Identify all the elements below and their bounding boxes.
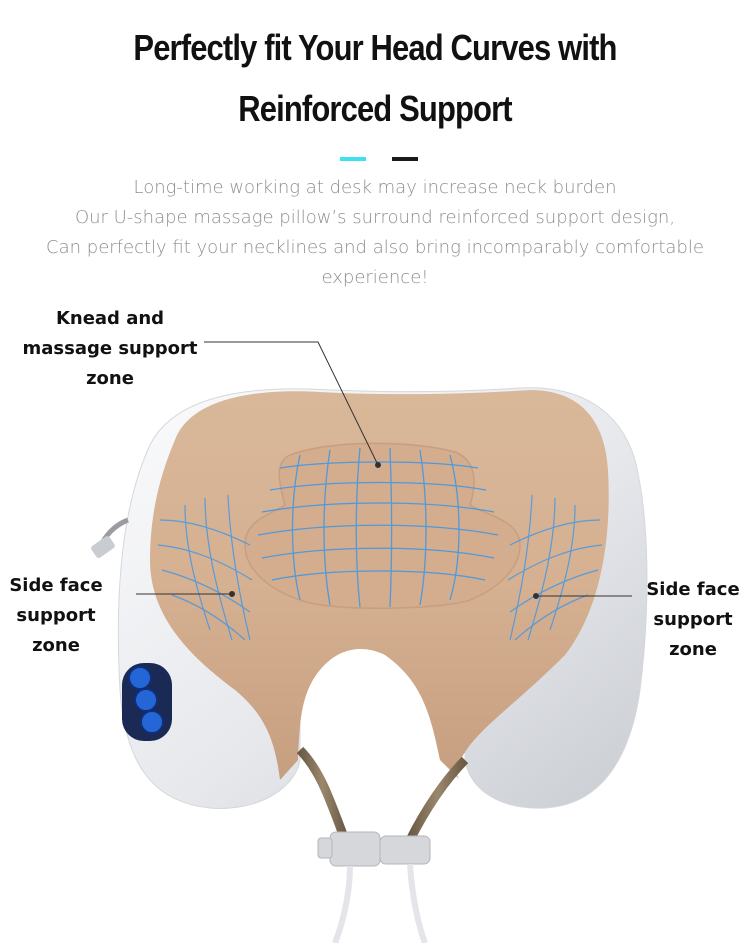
control-panel[interactable] — [122, 663, 172, 741]
headline-line-2: Reinforced Support — [238, 88, 512, 129]
zone-label-left-line-3: zone — [32, 635, 80, 656]
zone-label-right-line-3: zone — [669, 639, 717, 660]
zone-label-side-right: Side face support zone — [640, 575, 746, 665]
connector-plug — [91, 536, 115, 558]
power-button — [128, 666, 152, 690]
zone-label-knead-line-2: massage support — [22, 338, 198, 359]
description-line-3: Can perfectly fit your necklines and als… — [46, 237, 704, 258]
mesh-left — [157, 494, 253, 641]
accent-dash — [340, 157, 366, 161]
mesh-center — [257, 447, 499, 608]
dark-dash — [392, 157, 418, 161]
zone-label-side-left: Side face support zone — [0, 571, 112, 661]
heat-button — [140, 710, 164, 734]
description-line-2: Our U-shape massage pillow’s surround re… — [74, 207, 676, 228]
zone-label-knead: Knead and massage support zone — [18, 304, 202, 394]
buckle-cord — [332, 865, 353, 943]
description-line-1: Long-time working at desk may increase n… — [133, 177, 617, 198]
strap-left — [296, 746, 350, 842]
leader-lines — [136, 341, 632, 599]
strap-right — [405, 756, 469, 843]
zone-label-left-line-2: support — [16, 605, 96, 626]
zone-label-right-line-2: support — [653, 609, 733, 630]
mode-button — [134, 688, 158, 712]
zone-label-right-line-1: Side face — [646, 579, 740, 600]
zone-label-knead-line-3: zone — [86, 368, 134, 389]
leader-knead — [204, 341, 379, 466]
zone-label-knead-line-1: Knead and — [55, 308, 165, 329]
headline-line-1: Perfectly fit Your Head Curves with — [133, 27, 617, 68]
mesh-right — [507, 494, 603, 641]
description-line-4: experience! — [321, 267, 429, 288]
zone-label-left-line-1: Side face — [9, 575, 103, 596]
buckle — [317, 831, 431, 867]
